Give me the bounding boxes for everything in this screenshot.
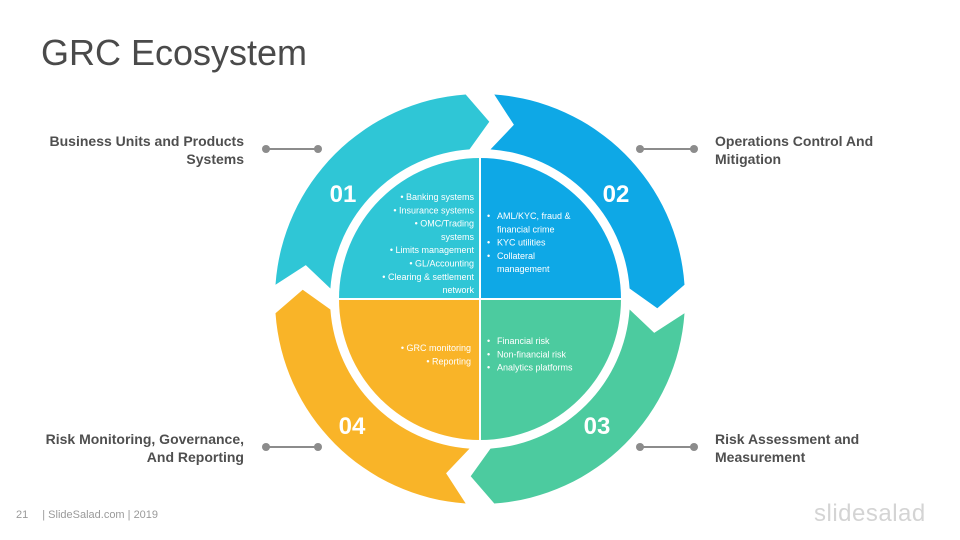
quadrant-item-text: Non-financial risk [497,349,567,359]
quadrant-item-text: KYC utilities [497,238,546,248]
ring-segment-03 [470,309,685,504]
quadrant-item-text: financial crime [497,224,555,234]
quadrant-item-text: • Reporting [426,356,471,366]
quadrant-item-text: • Limits management [390,245,475,255]
inner-quadrant-01 [339,158,480,299]
quadrant-number-01: 01 [330,181,357,208]
connector-end-dot-01 [314,145,322,153]
connector-line-04 [266,446,318,448]
connector-end-dot-04 [314,443,322,451]
label-operations-control: Operations Control And Mitigation [715,133,874,167]
slidesalad-logo: slidesalad [814,500,926,527]
quadrant-item-text: systems [441,232,475,242]
connector-end-dot-02 [690,145,698,153]
quadrant-item-text: Financial risk [497,336,550,346]
bullet-icon: • [487,363,490,373]
quadrant-item-text: • GL/Accounting [409,259,474,269]
page-number: 21 [16,509,29,521]
quadrant-item-text: • GRC monitoring [401,343,471,353]
bullet-icon: • [487,238,490,248]
quadrant-item-text: Analytics platforms [497,363,573,373]
quadrant-item-text: network [442,285,474,295]
ring-segment-04 [275,289,470,504]
connector-line-02 [640,148,694,150]
quadrant-items-03: • Financial risk • Non-financial risk • Analy… [487,336,573,373]
quadrant-item-text: • OMC/Trading [415,219,474,229]
quadrant-item-text: • Insurance systems [393,205,474,215]
quadrant-item-text: AML/KYC, fraud & [497,211,571,221]
quadrant-item-text: • Banking systems [400,192,474,202]
quadrant-item-text: • Clearing & settlement [382,272,474,282]
footer: 21 | SlideSalad.com | 2019 [16,509,172,521]
ring-segment-01 [275,94,490,289]
connector-line-01 [266,148,318,150]
bullet-icon: • [487,211,490,221]
inner-quadrant-02 [480,158,621,299]
quadrant-item-text: Collateral [497,251,535,261]
footer-source: | SlideSalad.com | 2019 [42,509,159,521]
connector-line-03 [640,446,694,448]
quadrant-items-01: • Banking systems • Insurance systems • OM… [382,192,474,295]
quadrant-number-03: 03 [584,413,611,440]
bullet-icon: • [487,336,490,346]
quadrant-number-02: 02 [603,181,630,208]
label-risk-monitoring: Risk Monitoring, Governance, And Reporti… [45,431,244,465]
slide-title: GRC Ecosystem [41,32,308,73]
label-risk-assessment: Risk Assessment and Measurement [715,431,860,465]
bullet-icon: • [487,251,490,261]
connector-end-dot-03 [690,443,698,451]
quadrant-item-text: management [497,264,550,274]
inner-quadrant-04 [339,299,480,440]
inner-quadrant-03 [480,299,621,440]
quadrant-number-04: 04 [339,413,366,440]
quadrant-items-04: • GRC monitoring • Reporting [401,343,471,366]
ring-segment-02 [490,94,685,309]
quadrant-items-02: • AML/KYC, fraud & financial crime • KYC uti… [487,211,571,274]
label-business-units: Business Units and Products Systems [49,133,244,167]
bullet-icon: • [487,349,490,359]
